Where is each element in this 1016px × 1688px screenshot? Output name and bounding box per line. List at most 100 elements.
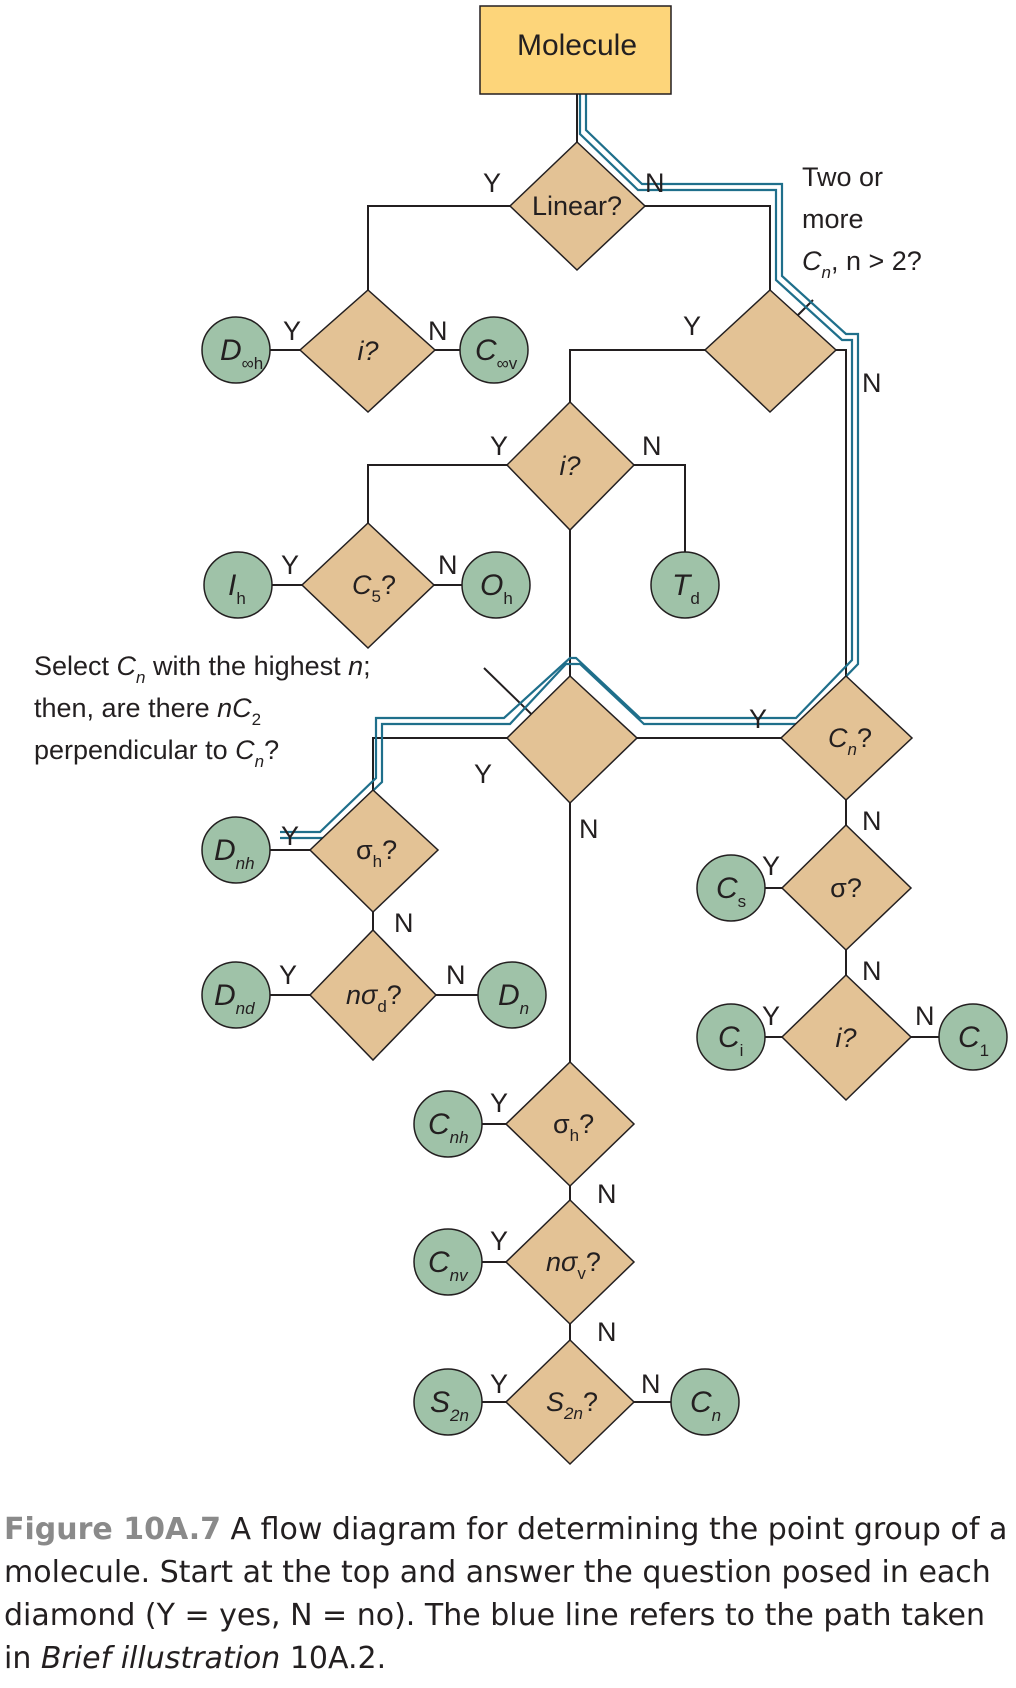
answer-y: Y [283, 316, 301, 346]
question-s2n: S2n? [546, 1387, 598, 1423]
answer-n: N [642, 431, 662, 461]
caption-italic: Brief illustration [40, 1641, 281, 1676]
answer-n: N [645, 168, 665, 198]
svg-text:Dnd: Dnd [214, 979, 255, 1018]
group-dnd: Dnd [201, 961, 271, 1029]
svg-text:Two or: Two or [802, 162, 883, 192]
group-c1: C1 [938, 1003, 1008, 1071]
group-d-inf-h: D∞h [201, 316, 271, 384]
svg-text:C∞v: C∞v [475, 334, 518, 373]
svg-text:Ih: Ih [228, 569, 246, 608]
diamond-cn [779, 674, 914, 802]
question-i-linear: i? [357, 336, 378, 366]
start-label: Molecule [517, 29, 637, 62]
answer-y: Y [474, 759, 492, 789]
figure-number: Figure 10A.7 [4, 1512, 221, 1547]
svg-text:Dn: Dn [498, 979, 529, 1018]
answer-n: N [438, 550, 458, 580]
question-c5: C5? [352, 570, 396, 606]
diamond-i-linear [298, 288, 437, 414]
answer-n: N [597, 1317, 617, 1347]
diamond-sigma-h-c [504, 1060, 636, 1188]
question-n-sigma-d: nσd? [346, 980, 402, 1016]
diamond-i-low [780, 973, 913, 1102]
group-cs: Cs [696, 854, 766, 922]
question-cn: Cn? [828, 723, 872, 759]
answer-n: N [597, 1179, 617, 1209]
svg-text:more: more [802, 204, 864, 234]
group-ih: Ih [203, 551, 273, 619]
note-two-or-more: Two or more Cn, n > 2? [802, 162, 922, 282]
group-s2n: S2n [413, 1368, 483, 1436]
answer-y: Y [762, 1001, 780, 1031]
svg-text:D∞h: D∞h [220, 334, 263, 373]
point-group-nodes: D∞h C∞v Ih Oh Td Dnh Dnd Dn [201, 316, 1008, 1436]
answer-n: N [915, 1001, 935, 1031]
group-c-inf-v: C∞v [459, 316, 529, 384]
figure-caption: Figure 10A.7 A flow diagram for determin… [4, 1508, 1014, 1680]
svg-text:Cs: Cs [716, 872, 746, 911]
svg-text:C1: C1 [958, 1021, 989, 1060]
svg-text:Oh: Oh [480, 569, 513, 608]
answer-n: N [428, 316, 448, 346]
svg-text:Cn, n > 2?: Cn, n > 2? [802, 246, 922, 282]
diamond-two-or-more [703, 288, 838, 414]
answer-y: Y [483, 168, 501, 198]
answer-y: Y [279, 960, 297, 990]
question-sigma: σ? [830, 873, 862, 903]
svg-text:then, are there nC2: then, are there nC2 [34, 693, 261, 729]
diamond-n-sigma-v [504, 1198, 636, 1326]
note-select-cn: Select Cn with the highest n; then, are … [34, 651, 371, 771]
question-sigma-h-d: σh? [356, 835, 397, 871]
answer-y: Y [490, 1369, 508, 1399]
svg-text:Cnv: Cnv [428, 1246, 469, 1285]
answer-n: N [579, 814, 599, 844]
answer-n: N [446, 960, 466, 990]
answer-y: Y [281, 550, 299, 580]
answer-y: Y [490, 431, 508, 461]
question-sigma-h-c: σh? [553, 1109, 594, 1145]
question-n-sigma-v: nσv? [546, 1247, 601, 1283]
svg-text:Ci: Ci [718, 1021, 743, 1060]
group-oh: Oh [461, 551, 531, 619]
answer-labels: Y N Y N Y N Y N Y N Y Y N Y N Y N N Y N … [279, 168, 935, 1399]
diamond-c5 [300, 521, 436, 650]
answer-y: Y [749, 704, 767, 734]
answer-y: Y [762, 851, 780, 881]
answer-y: Y [683, 311, 701, 341]
question-linear: Linear? [532, 191, 622, 221]
svg-text:Dnh: Dnh [214, 834, 255, 873]
question-texts: Linear? i? i? C5? Cn? σh? σ? nσd? i? σh?… [346, 191, 872, 1423]
diamond-sigma-h-d [308, 788, 440, 914]
answer-y: Y [281, 821, 299, 851]
group-cn: Cn [670, 1368, 740, 1436]
group-dnh: Dnh [201, 816, 271, 884]
diamond-linear [508, 140, 647, 272]
group-cnv: Cnv [413, 1228, 483, 1296]
svg-text:Cn: Cn [690, 1386, 721, 1425]
answer-n: N [862, 368, 882, 398]
caption-text: A flow diagram for determining the point… [4, 1512, 1008, 1676]
diamond-s2n [504, 1338, 636, 1466]
group-dn: Dn [477, 961, 547, 1029]
diamond-n-sigma-d [308, 928, 438, 1062]
diamond-sigma [780, 823, 913, 952]
answer-n: N [862, 806, 882, 836]
answer-y: Y [490, 1226, 508, 1256]
svg-text:perpendicular to Cn?: perpendicular to Cn? [34, 735, 279, 771]
question-i-cubic: i? [559, 451, 580, 481]
svg-text:Cnh: Cnh [428, 1108, 469, 1147]
point-group-flow-diagram: Molecule Linear? i? i? C5? Cn? σh? σ? [34, 5, 1008, 1466]
svg-text:Select Cn with the highest n;: Select Cn with the highest n; [34, 651, 371, 687]
group-cnh: Cnh [413, 1090, 483, 1158]
group-td: Td [650, 551, 720, 619]
start-box: Molecule [479, 5, 672, 95]
diamond-i-cubic [505, 400, 636, 532]
group-ci: Ci [696, 1003, 766, 1071]
diamond-perpendicular-c2 [505, 674, 639, 805]
question-diamonds [298, 140, 914, 1466]
answer-n: N [641, 1369, 661, 1399]
svg-text:Td: Td [672, 569, 700, 608]
caption-end: 10A.2. [280, 1641, 387, 1676]
answer-n: N [394, 908, 414, 938]
